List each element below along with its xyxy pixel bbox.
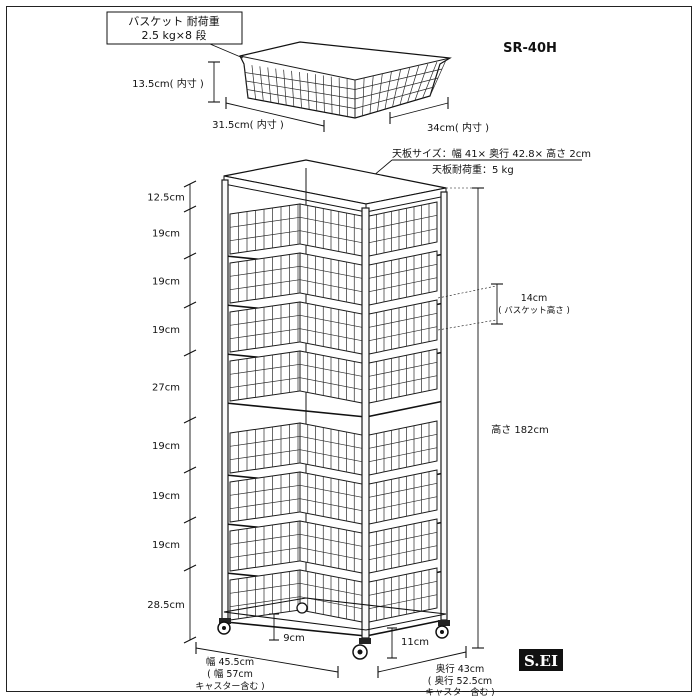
left-dim-label: 19cm bbox=[152, 229, 180, 240]
basket-depth-label: 34cm( 内寸 ) bbox=[427, 121, 489, 134]
bottom-gap-label: 9cm bbox=[283, 633, 305, 644]
width-dim bbox=[195, 647, 339, 673]
rack-shelf-basket bbox=[225, 518, 445, 588]
depth-caster-note: キャスター含む ) bbox=[425, 686, 494, 698]
basket-width-label: 31.5cm( 内寸 ) bbox=[212, 118, 284, 131]
caster-front-right bbox=[352, 638, 371, 660]
left-dim-label: 28.5cm bbox=[147, 600, 185, 611]
width-caster-label: ( 幅 57cm bbox=[207, 668, 253, 680]
left-dim-tick bbox=[183, 252, 197, 260]
basket-height-right-note: ( バスケット高さ ) bbox=[498, 305, 570, 316]
left-dim-tick bbox=[183, 416, 197, 424]
basket-height-right-label: 14cm bbox=[521, 293, 548, 304]
left-dim-tick bbox=[183, 205, 197, 213]
rack-illustration bbox=[217, 159, 450, 660]
basket-load-value: 2.5 kg×8 段 bbox=[141, 28, 206, 42]
model-number: SR-40H bbox=[503, 41, 557, 56]
bottom-frame bbox=[223, 597, 447, 631]
left-dim-tick bbox=[183, 516, 197, 524]
rack-shelf-basket bbox=[225, 469, 445, 539]
basket-box-pointer bbox=[209, 43, 244, 59]
basket-load-box bbox=[106, 11, 243, 45]
basket-height-guide-top bbox=[437, 285, 497, 299]
basket-depth-dim bbox=[389, 102, 449, 119]
left-dim-label: 19cm bbox=[152, 491, 180, 502]
front-left-post bbox=[221, 179, 229, 621]
left-dim-label: 27cm bbox=[152, 383, 180, 394]
left-dim-label: 12.5cm bbox=[147, 193, 185, 204]
width-label: 幅 45.5cm bbox=[206, 656, 254, 668]
caster-rear-right bbox=[435, 620, 450, 639]
caster-height-label: 11cm bbox=[401, 637, 429, 648]
brand-logo bbox=[519, 649, 563, 671]
left-dim-tick bbox=[183, 564, 197, 572]
left-dim-label: 19cm bbox=[152, 540, 180, 551]
left-dim-tick bbox=[183, 180, 197, 188]
left-dimension-column: 12.5cm 19cm 19cm 19cm 27cm 19cm 19cm 19cm 28.5cm bbox=[147, 180, 197, 644]
basket-height-guide-bottom bbox=[437, 319, 497, 331]
rack-shelf-basket bbox=[225, 201, 445, 271]
left-dim-tick bbox=[183, 466, 197, 474]
left-dim-label: 19cm bbox=[152, 441, 180, 452]
width-caster-note: キャスター含む ) bbox=[195, 680, 264, 692]
rack-shelf-basket bbox=[225, 348, 445, 418]
top-board-load: 天板耐荷重：5 kg bbox=[432, 163, 514, 176]
depth-dim bbox=[377, 651, 467, 673]
caster-rear-left bbox=[296, 602, 308, 614]
left-dim-label: 19cm bbox=[152, 277, 180, 288]
front-right-post bbox=[361, 207, 370, 639]
left-dim-tick bbox=[183, 301, 197, 309]
left-dim-tick bbox=[183, 636, 197, 644]
basket-load-title: バスケット 耐荷重 bbox=[128, 14, 220, 28]
depth-caster-label: ( 奥行 52.5cm bbox=[428, 675, 492, 687]
total-height-label: 高さ 182cm bbox=[491, 423, 549, 436]
left-dim-tick bbox=[183, 349, 197, 357]
outer-border bbox=[6, 6, 692, 692]
brand-logo-text: S.EI bbox=[524, 652, 558, 670]
depth-label: 奥行 43cm bbox=[436, 663, 485, 675]
rack-shelf-basket bbox=[225, 567, 445, 637]
basket-width-dim bbox=[225, 102, 325, 127]
left-dim-label: 19cm bbox=[152, 325, 180, 336]
basket-height-label: 13.5cm( 内寸 ) bbox=[132, 77, 204, 90]
caster-front-left bbox=[217, 618, 231, 635]
single-basket-illustration bbox=[239, 41, 452, 119]
rear-right-post bbox=[440, 191, 448, 621]
top-board-size: 天板サイズ：幅 41× 奥行 42.8× 高さ 2cm bbox=[392, 147, 591, 160]
